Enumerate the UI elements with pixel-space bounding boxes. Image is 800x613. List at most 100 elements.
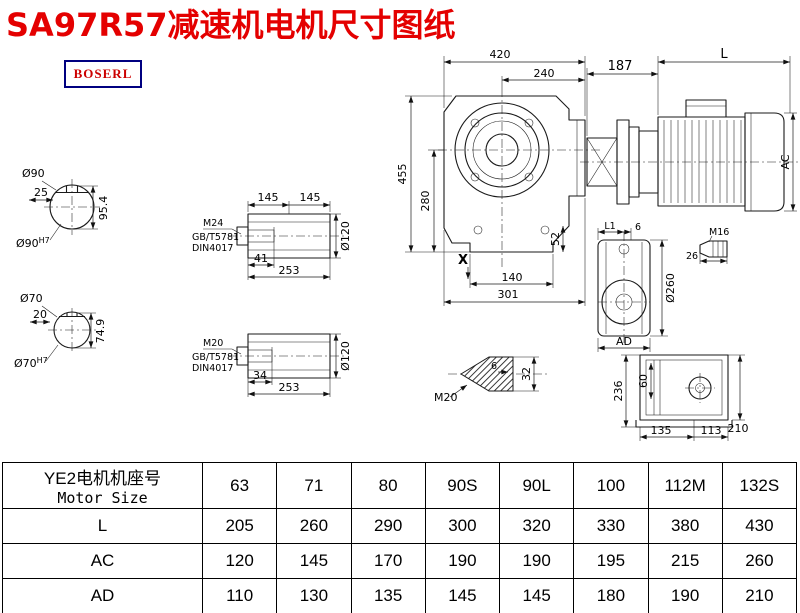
section-marker-x: X — [458, 253, 468, 268]
dim-145-b: 145 — [300, 191, 321, 204]
dim-280: 280 — [419, 191, 432, 212]
cell-AD-2: 135 — [350, 578, 426, 613]
label-fit-90h7: Ø90H7 — [16, 236, 50, 250]
label-thread-m20: M20 — [203, 338, 223, 349]
size-col-71: 71 — [276, 462, 352, 509]
boserl-logo-text: BOSERL — [73, 66, 133, 81]
dim-length-253-top: 253 — [279, 264, 300, 277]
cell-AD-0: 110 — [201, 578, 278, 613]
size-col-100: 100 — [573, 462, 649, 509]
label-standard-gb-top: GB/T5781 — [192, 232, 239, 243]
dim-length-253-bottom: 253 — [279, 381, 300, 394]
size-col-90s: 90S — [424, 462, 501, 509]
cell-AC-3: 190 — [424, 543, 501, 579]
hollow-shaft-view-bottom: Ø120 M20 GB/T5781 DIN4017 34 253 — [192, 333, 352, 397]
row-label-L: L — [2, 508, 203, 544]
cell-AD-1: 130 — [276, 578, 352, 613]
technical-drawing: Ø90 25 95.4 Ø90H7 Ø70 20 74.9 — [14, 47, 798, 441]
motor-size-table: YE2电机机座号 Motor Size 63 71 80 90S 90L 100… — [2, 462, 798, 613]
size-col-90l: 90L — [498, 462, 575, 509]
dim-236: 236 — [612, 381, 625, 402]
dim-420: 420 — [490, 48, 511, 61]
dim-offset-6: 6 — [635, 222, 641, 233]
dim-motor-length-L: L — [720, 47, 728, 62]
cell-AC-2: 170 — [350, 543, 426, 579]
gearbox-front-view: 420 240 455 280 52 X 140 — [396, 48, 600, 306]
label-thread-m20-tip: M20 — [434, 391, 458, 404]
cell-AD-3: 145 — [424, 578, 501, 613]
label-standard-gb-bottom: GB/T5781 — [192, 352, 239, 363]
cell-AC-4: 190 — [498, 543, 575, 579]
dim-diameter-70: Ø70 — [20, 292, 43, 305]
cell-AC-0: 120 — [201, 543, 278, 579]
dim-bolt-length-41: 41 — [254, 252, 268, 265]
dim-bolt-length-34: 34 — [253, 369, 267, 382]
dim-l1: L1 — [604, 221, 615, 232]
hollow-shaft-view-top: 145 145 Ø120 M24 GB/T5781 DIN4017 41 253 — [192, 191, 352, 280]
size-col-112m: 112M — [647, 462, 723, 509]
row-label-AD: AD — [2, 578, 203, 613]
cell-L-5: 330 — [573, 508, 649, 544]
dim-145-a: 145 — [258, 191, 279, 204]
cell-L-3: 300 — [424, 508, 501, 544]
rear-view-feet — [635, 420, 733, 428]
dim-140: 140 — [502, 271, 523, 284]
label-thread-m24: M24 — [203, 218, 223, 229]
gearbox-rear-view: 236 60 135 113 210 — [612, 354, 749, 441]
gearbox-side-view: L1 6 Ø260 AD M16 26 — [597, 221, 729, 352]
motor-size-header-cell: YE2电机机座号 Motor Size — [2, 462, 203, 509]
dim-diameter-120-top: Ø120 — [339, 221, 352, 251]
side-view-body — [597, 239, 651, 337]
dim-52: 52 — [549, 232, 562, 246]
terminal-box — [685, 99, 727, 118]
dim-455: 455 — [396, 164, 409, 185]
dim-135: 135 — [651, 424, 672, 437]
dim-240: 240 — [534, 67, 555, 80]
shaft-end-view-70: Ø70 20 74.9 Ø70H7 — [14, 292, 107, 370]
cell-AD-7: 210 — [721, 578, 798, 613]
size-col-80: 80 — [350, 462, 426, 509]
dim-keyway-height-95-4: 95.4 — [97, 196, 110, 221]
dim-60: 60 — [637, 374, 650, 388]
dim-chamfer-6: 6 — [491, 361, 497, 372]
dim-keyway-width-20: 20 — [33, 308, 47, 321]
shaft-end-view-90: Ø90 25 95.4 Ø90H7 — [16, 167, 110, 250]
table-row-AC: AC 120 145 170 190 190 195 215 260 — [2, 543, 798, 579]
dim-stud-26: 26 — [686, 251, 698, 262]
dim-301: 301 — [498, 288, 519, 301]
cell-AD-4: 145 — [498, 578, 575, 613]
page-title: SA97R57减速机电机尺寸图纸 — [6, 6, 456, 44]
label-standard-din-top: DIN4017 — [192, 243, 233, 254]
dim-diameter-260: Ø260 — [664, 273, 677, 303]
cell-L-4: 320 — [498, 508, 575, 544]
dim-187: 187 — [608, 59, 633, 74]
dim-ad: AD — [616, 335, 632, 348]
header-label-cn: YE2电机机座号 — [43, 469, 162, 488]
dim-keyway-height-74-9: 74.9 — [94, 319, 107, 344]
size-col-132s: 132S — [721, 462, 798, 509]
header-label-en: Motor Size — [57, 489, 148, 507]
label-fit-70h7: Ø70H7 — [14, 356, 48, 370]
dim-210: 210 — [728, 422, 749, 435]
gearbox-outline — [443, 95, 586, 253]
dim-keyway-width-25: 25 — [34, 186, 48, 199]
dim-32: 32 — [520, 367, 533, 381]
cell-AD-6: 190 — [647, 578, 723, 613]
table-row-L: L 205 260 290 300 320 330 380 430 — [2, 508, 798, 544]
cell-L-6: 380 — [647, 508, 723, 544]
rear-view-body — [639, 354, 729, 421]
cell-AC-6: 215 — [647, 543, 723, 579]
cell-AC-1: 145 — [276, 543, 352, 579]
dim-diameter-90: Ø90 — [22, 167, 45, 180]
row-label-AC: AC — [2, 543, 203, 579]
cell-L-7: 430 — [721, 508, 798, 544]
fan-cover — [744, 112, 785, 212]
cell-AD-5: 180 — [573, 578, 649, 613]
cell-L-0: 205 — [201, 508, 278, 544]
cell-AC-5: 195 — [573, 543, 649, 579]
table-header-row: YE2电机机座号 Motor Size 63 71 80 90S 90L 100… — [2, 462, 798, 509]
motor-side-view: 187 L AC — [580, 47, 798, 212]
cell-L-2: 290 — [350, 508, 426, 544]
boserl-logo: BOSERL — [64, 60, 142, 88]
